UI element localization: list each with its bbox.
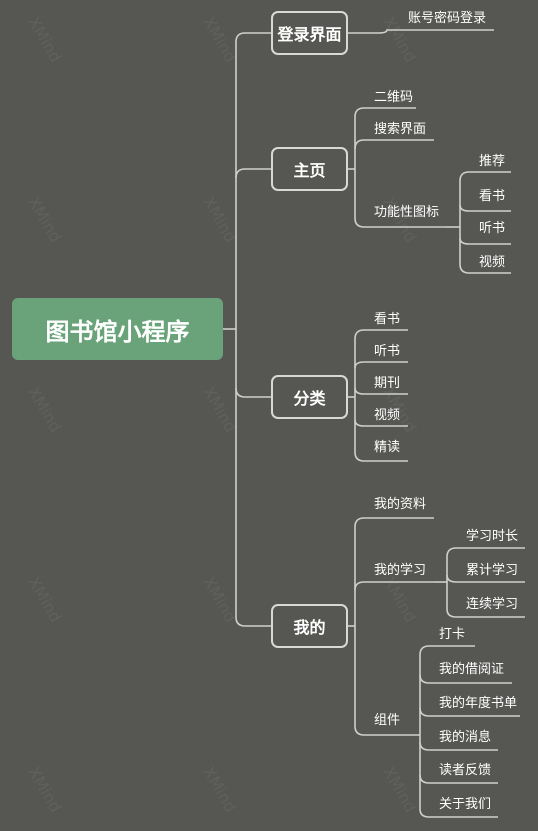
connector bbox=[446, 608, 525, 618]
subtopic-home-read[interactable]: 看书 bbox=[479, 189, 506, 204]
connector bbox=[446, 574, 525, 583]
connector bbox=[419, 645, 475, 656]
subtopic-borrow-card[interactable]: 我的借阅证 bbox=[439, 662, 505, 677]
subtopic-function-icons[interactable]: 功能性图标 bbox=[374, 205, 440, 220]
connector bbox=[419, 674, 512, 684]
subtopic-study[interactable]: 我的学习 bbox=[374, 563, 427, 578]
connector bbox=[235, 32, 271, 43]
topic-mine[interactable]: 我的 bbox=[271, 604, 348, 648]
connector bbox=[354, 725, 418, 736]
subtopic-streak-study[interactable]: 连续学习 bbox=[466, 597, 519, 612]
subtopic-category-video[interactable]: 视频 bbox=[374, 408, 401, 423]
connector bbox=[354, 361, 408, 369]
connector bbox=[354, 107, 416, 118]
connector bbox=[419, 774, 498, 784]
subtopic-messages[interactable]: 我的消息 bbox=[439, 730, 492, 745]
topic-login[interactable]: 登录界面 bbox=[271, 11, 348, 55]
subtopic-search[interactable]: 搜索界面 bbox=[374, 122, 427, 137]
subtopic-total-study[interactable]: 累计学习 bbox=[466, 563, 519, 578]
connector bbox=[419, 707, 520, 717]
connector bbox=[354, 419, 408, 427]
connector bbox=[354, 517, 434, 528]
connector bbox=[354, 217, 446, 228]
connector bbox=[354, 139, 434, 150]
root-topic[interactable]: 图书馆小程序 bbox=[12, 298, 223, 360]
connector bbox=[235, 616, 271, 627]
subtopic-home-video[interactable]: 视频 bbox=[479, 255, 506, 270]
subtopic-category-listen[interactable]: 听书 bbox=[374, 344, 401, 359]
connector bbox=[235, 387, 271, 398]
connector bbox=[354, 581, 434, 591]
connector bbox=[419, 808, 498, 818]
subtopic-components[interactable]: 组件 bbox=[374, 713, 401, 728]
subtopic-profile[interactable]: 我的资料 bbox=[374, 497, 427, 512]
connector bbox=[348, 29, 494, 34]
subtopic-intensive[interactable]: 精读 bbox=[374, 440, 401, 455]
subtopic-study-time[interactable]: 学习时长 bbox=[466, 529, 519, 544]
subtopic-home-listen[interactable]: 听书 bbox=[479, 221, 506, 236]
connector bbox=[419, 741, 498, 751]
topic-home[interactable]: 主页 bbox=[271, 147, 348, 191]
subtopic-about[interactable]: 关于我们 bbox=[439, 797, 492, 812]
connector bbox=[354, 451, 408, 462]
connector bbox=[235, 168, 271, 179]
subtopic-feedback[interactable]: 读者反馈 bbox=[439, 763, 492, 778]
connector bbox=[446, 547, 525, 558]
connector bbox=[354, 329, 408, 340]
subtopic-checkin[interactable]: 打卡 bbox=[439, 627, 466, 642]
connector bbox=[459, 171, 511, 182]
subtopic-qrcode[interactable]: 二维码 bbox=[374, 90, 414, 105]
connector bbox=[354, 387, 408, 395]
topic-category[interactable]: 分类 bbox=[271, 375, 348, 419]
subtopic-recommend[interactable]: 推荐 bbox=[479, 154, 506, 169]
subtopic-annual-list[interactable]: 我的年度书单 bbox=[439, 696, 518, 711]
connector bbox=[459, 263, 511, 274]
connector bbox=[459, 237, 511, 245]
subtopic-category-read[interactable]: 看书 bbox=[374, 312, 401, 327]
subtopic-account-login[interactable]: 账号密码登录 bbox=[408, 11, 487, 26]
connector bbox=[459, 204, 511, 212]
subtopic-journal[interactable]: 期刊 bbox=[374, 376, 401, 391]
